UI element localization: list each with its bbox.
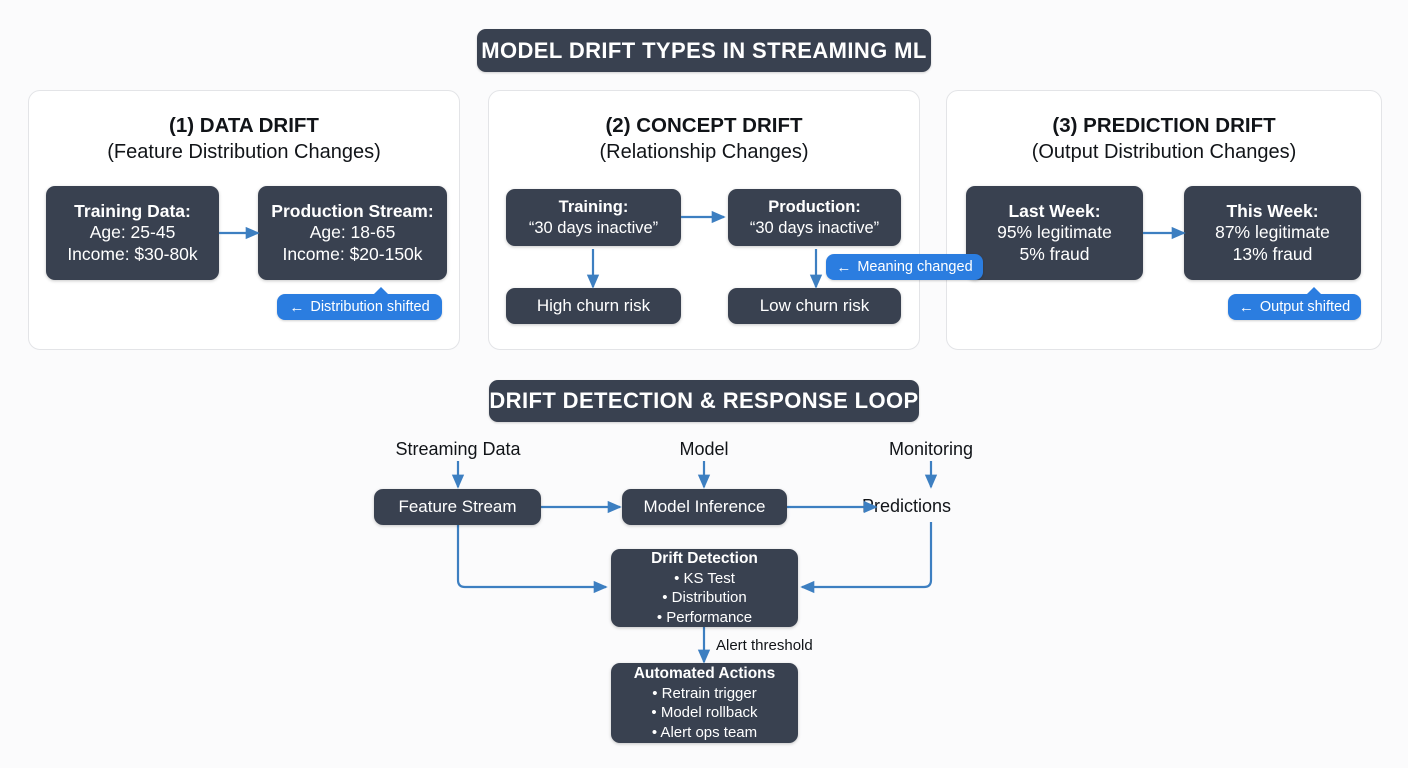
panel-1-title: (1) DATA DRIFT xyxy=(169,114,319,137)
node-model-inference-label: Model Inference xyxy=(643,496,766,516)
node-training-data[interactable]: Training Data: Age: 25-45 Income: $30-80… xyxy=(46,186,219,280)
node-model-inference[interactable]: Model Inference xyxy=(622,489,787,525)
label-model: Model xyxy=(679,439,729,459)
panel-1-subtitle: (Feature Distribution Changes) xyxy=(107,141,381,163)
node-concept-production-title: Production: xyxy=(768,198,861,217)
node-this-week-title: This Week: xyxy=(1226,200,1319,221)
node-automated-actions-item-1: • Model rollback xyxy=(651,704,758,722)
panel-3-title: (3) PREDICTION DRIFT xyxy=(1052,114,1276,137)
node-concept-production[interactable]: Production: “30 days inactive” xyxy=(728,189,901,246)
node-production-stream-title: Production Stream: xyxy=(271,200,434,221)
node-automated-actions-item-2: • Alert ops team xyxy=(651,723,758,741)
badge-meaning-changed-label: Meaning changed xyxy=(857,259,973,275)
badge-output-shifted-label: Output shifted xyxy=(1259,299,1351,315)
node-this-week[interactable]: This Week: 87% legitimate 13% fraud xyxy=(1184,186,1361,280)
node-concept-training-line1: “30 days inactive” xyxy=(528,218,659,237)
node-low-churn-risk-label: Low churn risk xyxy=(759,295,870,315)
node-drift-detection-item-0: • KS Test xyxy=(674,570,735,588)
node-last-week-line2: 5% fraud xyxy=(1019,243,1090,264)
node-concept-training[interactable]: Training: “30 days inactive” xyxy=(506,189,681,246)
badge-left-arrow-icon: ← xyxy=(289,298,304,316)
node-concept-production-line1: “30 days inactive” xyxy=(749,218,880,237)
badge-distribution-shifted: ← Distribution shifted xyxy=(277,287,442,320)
node-automated-actions-item-0: • Retrain trigger xyxy=(652,685,757,703)
node-training-data-line2: Income: $30-80k xyxy=(67,243,198,264)
node-automated-actions-title: Automated Actions xyxy=(633,665,776,683)
node-drift-detection-title: Drift Detection xyxy=(651,550,758,568)
badge-output-shifted: ← Output shifted xyxy=(1228,287,1361,320)
label-monitoring: Monitoring xyxy=(888,439,974,459)
badge-left-arrow-icon: ← xyxy=(1238,298,1254,316)
node-low-churn-risk[interactable]: Low churn risk xyxy=(728,288,901,324)
panel-2-subtitle: (Relationship Changes) xyxy=(599,141,809,163)
node-high-churn-risk-label: High churn risk xyxy=(536,295,651,315)
node-feature-stream[interactable]: Feature Stream xyxy=(374,489,541,525)
node-this-week-line1: 87% legitimate xyxy=(1215,222,1330,243)
page-title-banner: MODEL DRIFT TYPES IN STREAMING ML xyxy=(477,29,931,72)
node-drift-detection-item-2: • Performance xyxy=(656,608,753,626)
label-predictions: Predictions xyxy=(862,496,952,516)
node-production-stream-line1: Age: 18-65 xyxy=(309,222,396,243)
label-alert-threshold: Alert threshold xyxy=(716,637,813,654)
node-drift-detection-item-1: • Distribution xyxy=(662,589,747,607)
badge-distribution-shifted-label: Distribution shifted xyxy=(310,299,430,315)
node-high-churn-risk[interactable]: High churn risk xyxy=(506,288,681,324)
label-streaming-data: Streaming Data xyxy=(395,439,521,459)
node-last-week-line1: 95% legitimate xyxy=(997,222,1112,243)
node-last-week[interactable]: Last Week: 95% legitimate 5% fraud xyxy=(966,186,1143,280)
badge-tail xyxy=(1306,287,1322,295)
loop-title-banner: DRIFT DETECTION & RESPONSE LOOP xyxy=(489,380,919,422)
node-production-stream-line2: Income: $20-150k xyxy=(282,243,423,264)
node-production-stream[interactable]: Production Stream: Age: 18-65 Income: $2… xyxy=(258,186,447,280)
badge-tail xyxy=(373,287,389,295)
node-training-data-line1: Age: 25-45 xyxy=(89,222,176,243)
node-this-week-line2: 13% fraud xyxy=(1232,243,1313,264)
panel-2-title: (2) CONCEPT DRIFT xyxy=(605,114,803,137)
node-automated-actions[interactable]: Automated Actions • Retrain trigger • Mo… xyxy=(611,663,798,743)
node-training-data-title: Training Data: xyxy=(74,200,191,221)
badge-meaning-changed: ← Meaning changed xyxy=(826,254,983,280)
node-concept-training-title: Training: xyxy=(558,198,629,217)
badge-left-arrow-icon: ← xyxy=(836,258,851,276)
node-drift-detection[interactable]: Drift Detection • KS Test • Distribution… xyxy=(611,549,798,627)
node-last-week-title: Last Week: xyxy=(1008,200,1101,221)
node-feature-stream-label: Feature Stream xyxy=(398,496,517,516)
panel-3-subtitle: (Output Distribution Changes) xyxy=(1031,141,1297,163)
